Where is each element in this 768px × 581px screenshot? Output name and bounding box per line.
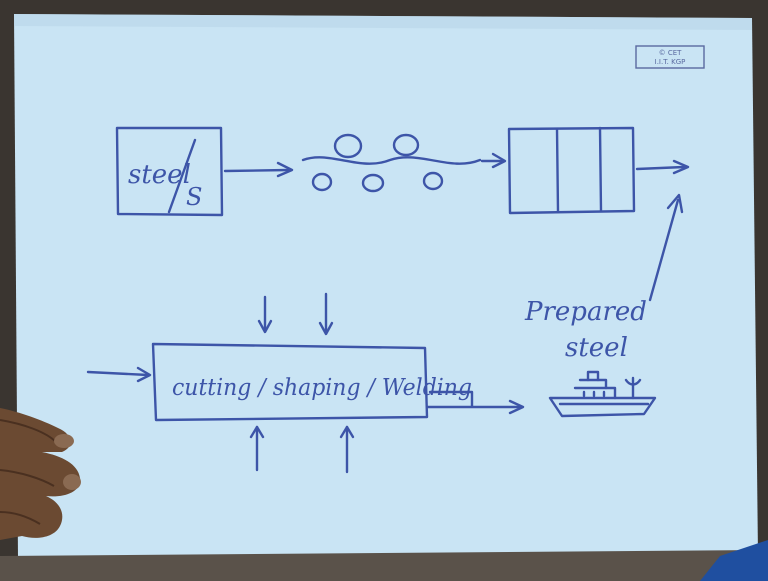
prepared-steel-label: Prepared steel xyxy=(524,297,647,363)
desk-edge xyxy=(0,550,768,581)
logo-line-2: I.I.T. KGP xyxy=(655,58,686,66)
pen-tip xyxy=(700,540,768,581)
steel-stock-box: steel S xyxy=(115,126,224,217)
arrow-process-to-ship xyxy=(426,390,525,415)
prepared-stock-box xyxy=(507,126,636,215)
logo-line-1: © CET xyxy=(659,49,683,57)
cutting-shaping-welding-box: cutting / shaping / Welding xyxy=(151,342,472,422)
process-box-label: cutting / shaping / Welding xyxy=(172,375,472,401)
arrow-stock-output xyxy=(635,159,690,175)
paper-sheet xyxy=(14,14,758,560)
arrow-ship-to-output xyxy=(648,193,684,302)
rolling-mill-rollers xyxy=(301,133,482,193)
instructor-hand xyxy=(0,408,81,540)
process-top-input-arrows xyxy=(257,292,334,336)
ship-sketch xyxy=(548,370,657,418)
arrow-rollers-to-stock xyxy=(480,152,507,169)
cet-logo: © CET I.I.T. KGP xyxy=(635,45,705,69)
prepared-label-line-1: Prepared xyxy=(524,297,647,327)
arrow-steel-to-rollers xyxy=(223,161,294,178)
paper-shade xyxy=(14,14,752,30)
prepared-label-line-2: steel xyxy=(565,333,628,363)
steel-box-top-text: steel xyxy=(128,160,191,190)
process-left-input-arrow xyxy=(86,366,152,383)
process-bottom-arrows xyxy=(249,425,355,474)
steel-box-bottom-text: S xyxy=(186,183,202,211)
